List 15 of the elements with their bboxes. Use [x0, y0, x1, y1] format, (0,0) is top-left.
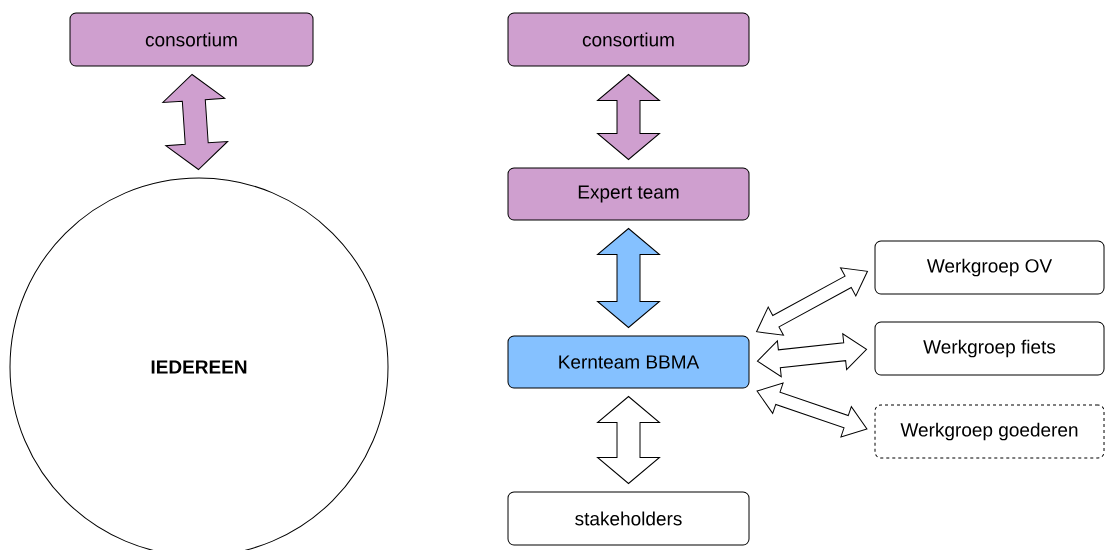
- process-box: Kernteam BBMA: [507, 335, 750, 389]
- double-arrow: [756, 333, 868, 378]
- process-box: Werkgroep goederen: [874, 404, 1105, 459]
- double-arrow: [597, 228, 660, 328]
- double-arrow: [597, 396, 660, 484]
- process-box: Werkgroep OV: [874, 240, 1105, 295]
- process-box: consortium: [507, 12, 750, 67]
- double-arrow: [756, 267, 868, 336]
- double-arrow: [756, 382, 868, 438]
- process-box: consortium: [69, 12, 314, 67]
- double-arrow: [597, 74, 660, 160]
- double-arrow: [162, 74, 229, 170]
- process-box: Expert team: [507, 167, 750, 221]
- process-box: Werkgroep fiets: [874, 321, 1105, 376]
- process-box: stakeholders: [507, 491, 750, 546]
